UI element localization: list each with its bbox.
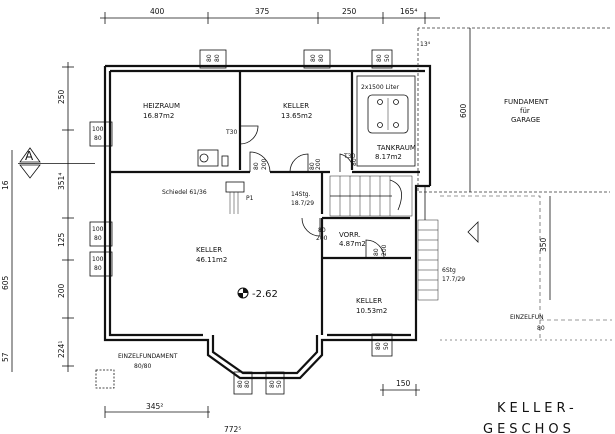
top-windows: 80 80 80 80 80 50: [199, 49, 393, 69]
einzel-right-size: 80: [537, 325, 545, 332]
dim-left-outer-2: 605: [1, 275, 10, 290]
svg-text:80: 80: [206, 54, 213, 62]
svg-text:200: 200: [261, 158, 268, 170]
t30b-label: T30: [343, 153, 355, 160]
bottom-dimensions: 345² 772⁵ 150: [104, 379, 420, 434]
dim-left-outer-3: 57: [1, 352, 10, 362]
svg-text:80: 80: [373, 248, 380, 256]
stairs-main-steps: 14Stg.: [291, 191, 311, 198]
dim-top-375: 375: [255, 7, 270, 16]
room-keller3-name: KELLER: [356, 297, 382, 305]
dim-bottom-772: 772⁵: [224, 425, 241, 434]
svg-text:80: 80: [237, 380, 244, 388]
exterior-area: 350 EINZELFUN 80: [440, 195, 612, 341]
svg-text:200: 200: [315, 158, 322, 170]
svg-text:80: 80: [244, 380, 251, 388]
dim-left-250: 250: [57, 89, 66, 104]
dim-small-top: 13⁴: [420, 41, 431, 48]
dim-left-224: 224¹: [57, 341, 66, 358]
room-keller1-area: 13.65m2: [281, 112, 312, 120]
svg-text:80: 80: [318, 227, 326, 234]
einzel-right-label: EINZELFUN: [510, 314, 544, 321]
einzel-label: EINZELFUNDAMENT: [118, 353, 178, 360]
room-keller2-area: 46.11m2: [196, 256, 227, 264]
boiler-and-chimney: Schiedel 61/36 P1: [162, 149, 254, 214]
main-stairs: [329, 175, 413, 217]
stairs-main-ratio: 18.7/29: [291, 200, 314, 207]
garage-line1: FUNDAMENT: [504, 98, 549, 106]
einzelfundament: EINZELFUNDAMENT 80/80: [95, 353, 178, 389]
misc-labels: 14Stg. 18.7/29 6Stg 17.7/29 T30 T30: [225, 129, 465, 283]
garage-line3: GARAGE: [511, 116, 540, 124]
room-keller2-name: KELLER: [196, 246, 222, 254]
stairs-ext-steps: 6Stg: [442, 267, 456, 274]
svg-text:80: 80: [376, 54, 383, 62]
left-windows: 100 80 100 80 100 80: [89, 121, 113, 277]
room-labels: HEIZRAUM 16.87m2 KELLER 13.65m2 TANKRAUM…: [143, 102, 416, 315]
dim-left-outer-1: 16: [1, 180, 10, 190]
svg-text:80: 80: [94, 135, 102, 142]
svg-text:50: 50: [276, 380, 283, 388]
tank-label: 2x1500 Liter: [361, 84, 400, 91]
dim-left-351: 351⁴: [57, 173, 66, 190]
svg-text:100: 100: [92, 256, 104, 263]
svg-text:100: 100: [92, 126, 104, 133]
dim-top-165: 165⁴: [400, 7, 417, 16]
svg-text:80: 80: [214, 54, 221, 62]
einzel-size: 80/80: [134, 363, 151, 370]
dim-top-400: 400: [150, 7, 165, 16]
svg-text:80: 80: [318, 54, 325, 62]
room-tankraum-name: TANKRAUM: [376, 144, 416, 152]
section-label: A: [25, 149, 34, 163]
room-vorr-name: VORR.: [339, 231, 361, 239]
level-label: -2.62: [252, 289, 278, 300]
svg-text:80: 80: [94, 265, 102, 272]
svg-text:200: 200: [316, 235, 328, 242]
svg-text:80: 80: [94, 235, 102, 242]
room-keller1-name: KELLER: [283, 102, 309, 110]
tank-symbol: 2x1500 Liter: [361, 84, 409, 134]
level-marker: -2.62: [237, 287, 278, 300]
outer-walls: [103, 64, 432, 380]
svg-text:80: 80: [269, 380, 276, 388]
stairs-ext-ratio: 17.7/29: [442, 276, 465, 283]
left-dimension-chain: 250 351⁴ 125 200 224¹ 16 605 57: [1, 62, 74, 372]
doors: 80 200 80 200 80 80 200 80 200: [239, 125, 388, 259]
t30-label: T30: [225, 129, 237, 136]
dim-left-200: 200: [57, 283, 66, 298]
room-heizraum-name: HEIZRAUM: [143, 102, 180, 110]
section-marker: A: [18, 147, 95, 179]
top-dimension-chain: 400 375 250 165⁴ 13⁴: [100, 7, 440, 48]
svg-text:80: 80: [310, 54, 317, 62]
svg-text:50: 50: [384, 54, 391, 62]
svg-text:80: 80: [309, 162, 316, 170]
p1-label: P1: [246, 195, 254, 202]
schiedel-label: Schiedel 61/36: [162, 189, 207, 196]
svg-text:80: 80: [351, 158, 358, 166]
dim-top-250: 250: [342, 7, 357, 16]
garage-foundation: FUNDAMENT für GARAGE 600: [417, 27, 610, 193]
room-keller3-area: 10.53m2: [356, 307, 387, 315]
svg-text:50: 50: [383, 342, 390, 350]
drawing-title: KELLER- GESCHOS: [483, 401, 578, 434]
dim-bottom-150: 150: [396, 379, 411, 388]
svg-text:80: 80: [375, 342, 382, 350]
room-tankraum-area: 8.17m2: [375, 153, 402, 161]
title-line1: KELLER-: [497, 401, 578, 416]
svg-text:100: 100: [92, 226, 104, 233]
svg-text:80: 80: [253, 162, 260, 170]
exterior-stairs: [417, 186, 439, 301]
bottom-windows: 80 80 80 50 80 50: [233, 333, 393, 395]
dim-right-600: 600: [459, 103, 468, 118]
garage-line2: für: [520, 107, 530, 115]
title-line2: GESCHOS: [483, 422, 575, 434]
dim-right-350: 350: [539, 237, 548, 252]
dim-bottom-345: 345²: [146, 402, 163, 411]
room-vorr-area: 4.87m2: [339, 240, 366, 248]
svg-text:200: 200: [381, 244, 388, 256]
interior-walls: [110, 71, 420, 335]
room-heizraum-area: 16.87m2: [143, 112, 174, 120]
dim-left-125: 125: [57, 232, 66, 247]
